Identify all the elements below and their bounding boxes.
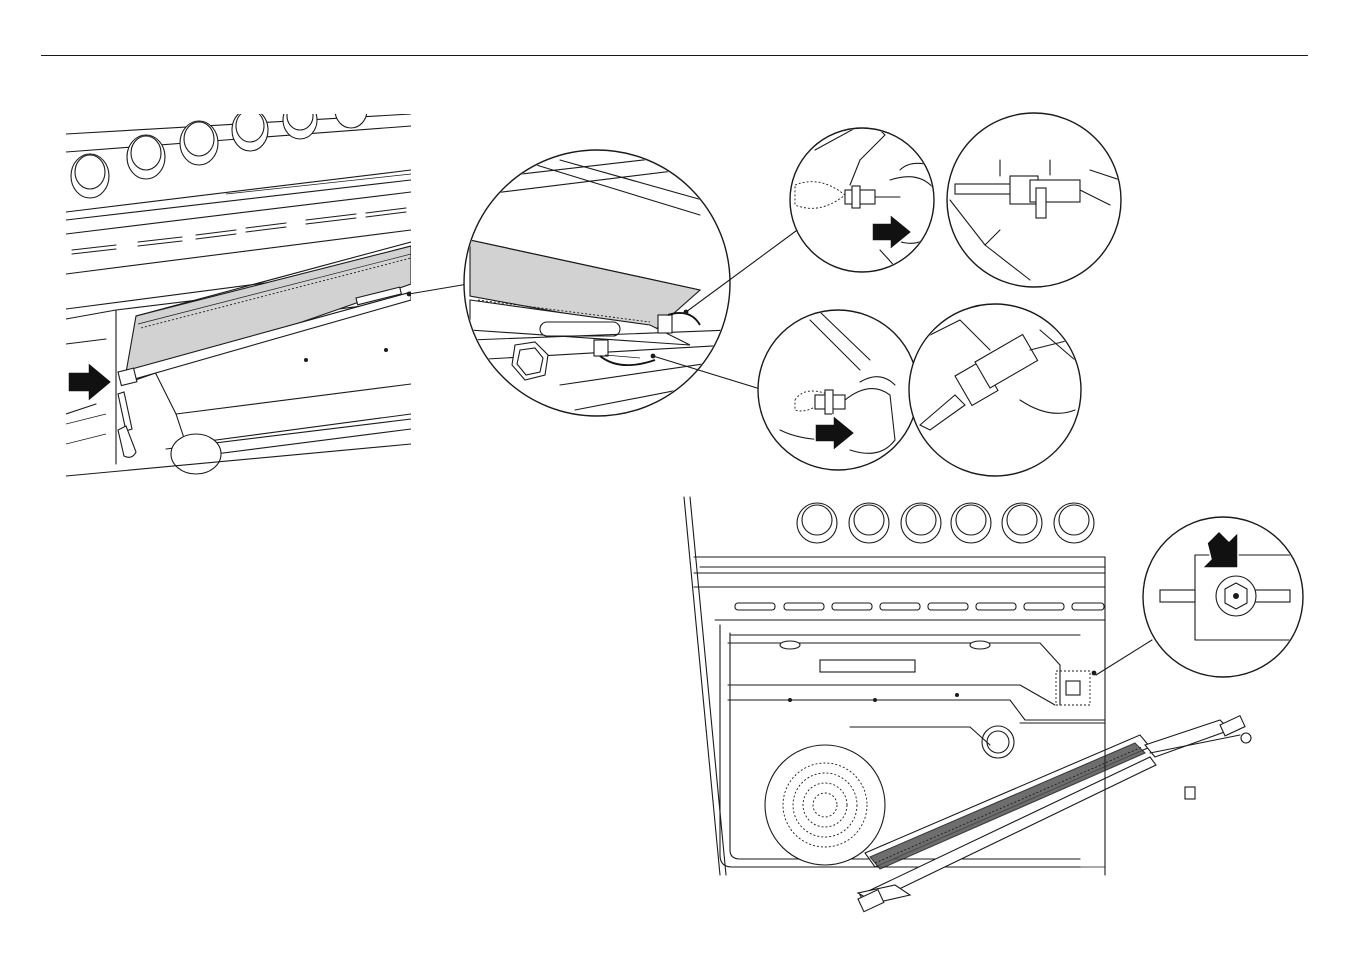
knob-icon bbox=[849, 503, 889, 543]
screwdriver-icon bbox=[118, 392, 136, 457]
knob-row bbox=[71, 92, 367, 198]
convection-fan bbox=[765, 745, 885, 865]
figure-broil-burner bbox=[680, 495, 1260, 920]
page-top-rule bbox=[41, 55, 1308, 56]
push-arrow-icon bbox=[68, 362, 112, 402]
detail-thermocouple-pull bbox=[758, 310, 918, 470]
push-arrow-icon bbox=[872, 214, 912, 250]
detail-igniter-pull bbox=[790, 120, 935, 272]
detail-igniter-zoom bbox=[947, 113, 1121, 287]
knob-icon bbox=[1002, 503, 1042, 543]
figure-oven-top-element-drawing bbox=[66, 114, 411, 484]
push-arrow-icon bbox=[815, 415, 855, 451]
knob-icon bbox=[901, 503, 941, 543]
vent-slots bbox=[735, 603, 1104, 610]
knob-icon bbox=[335, 92, 367, 128]
vent-slots bbox=[72, 208, 406, 254]
knob-icon bbox=[283, 101, 317, 139]
knob-icon bbox=[71, 154, 109, 198]
knob-icon bbox=[797, 503, 837, 543]
figure-oven-top-element bbox=[66, 114, 411, 484]
knob-icon bbox=[1054, 503, 1094, 543]
detail-burner-bracket bbox=[464, 150, 730, 416]
knob-icon bbox=[180, 121, 218, 165]
detail-thermocouple-zoom bbox=[909, 304, 1081, 476]
knob-icon bbox=[232, 109, 268, 151]
knob-icon bbox=[951, 503, 991, 543]
figure-broil-burner-drawing bbox=[680, 495, 1260, 920]
knob-row bbox=[797, 503, 1094, 543]
broil-burner bbox=[858, 716, 1251, 912]
knob-icon bbox=[127, 135, 165, 179]
